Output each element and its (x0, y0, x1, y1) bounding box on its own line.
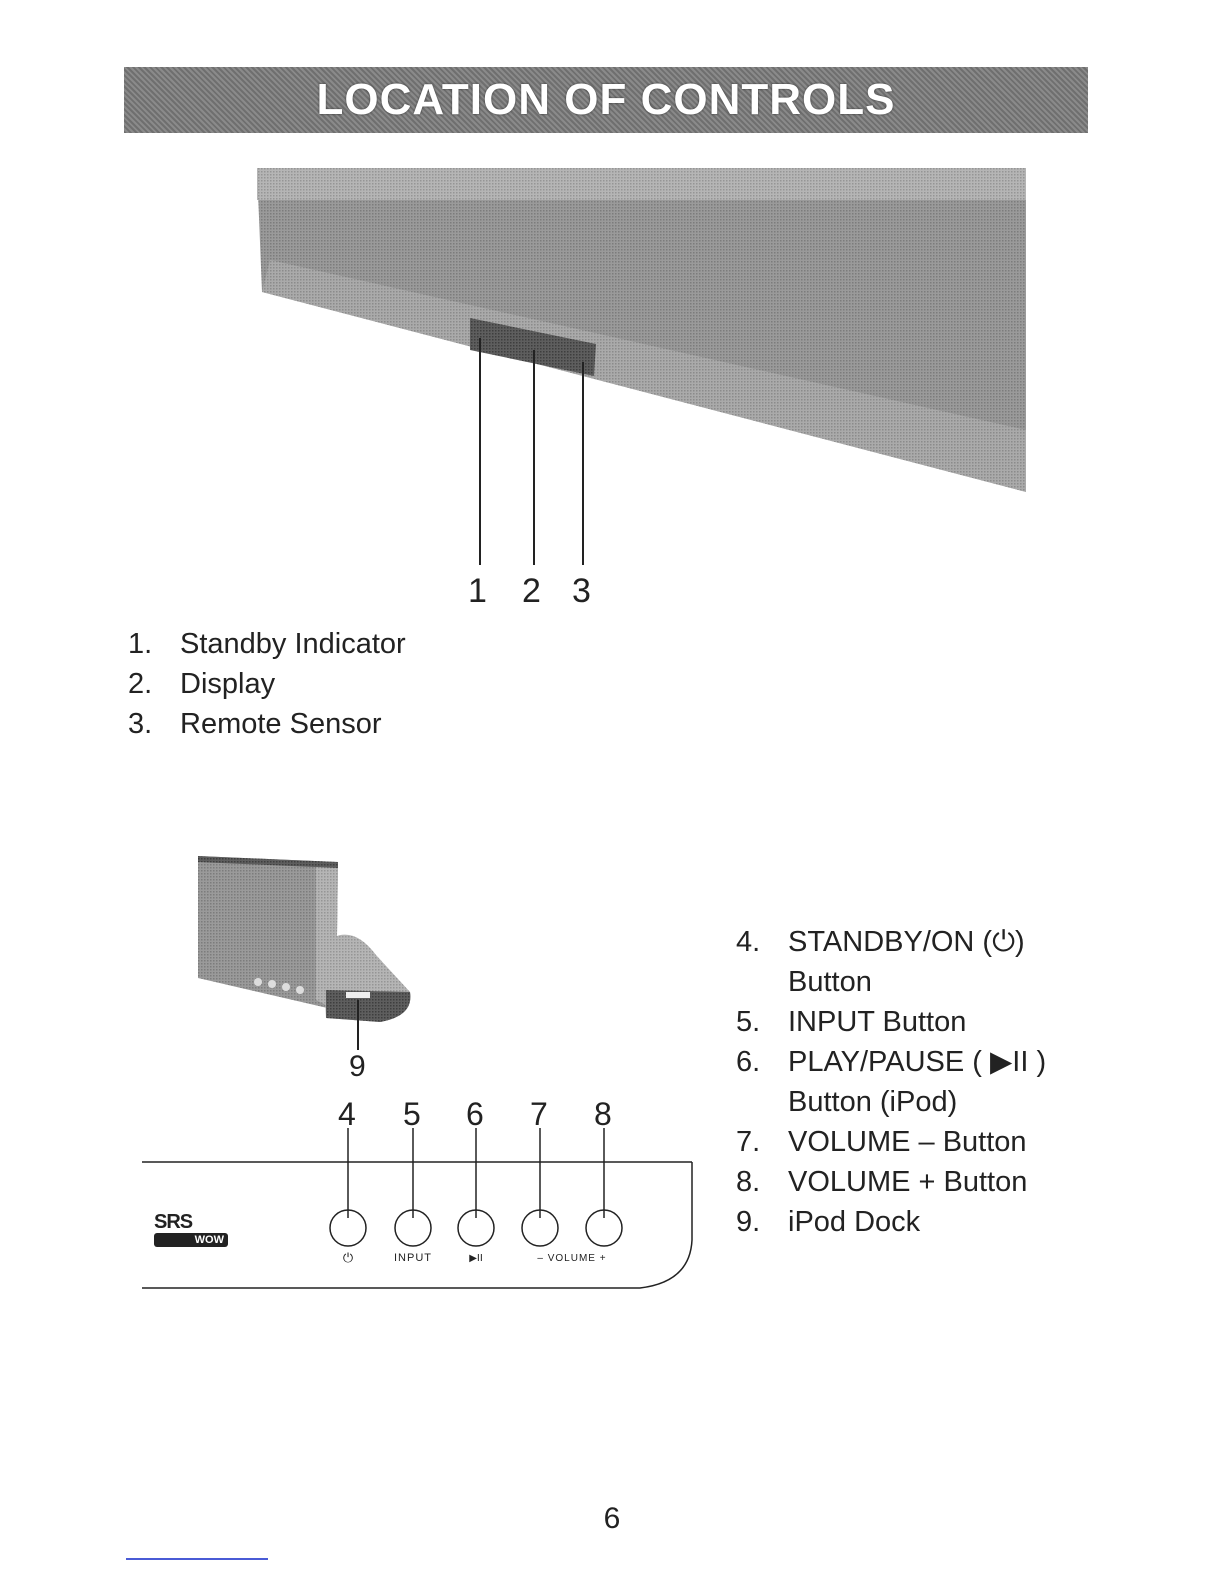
item-number: 7. (736, 1122, 788, 1162)
power-label: ⏻ (343, 1251, 353, 1266)
callout-number-3: 3 (572, 572, 591, 611)
list-item: 9.iPod Dock (736, 1202, 1046, 1242)
list-item: 8.VOLUME + Button (736, 1162, 1046, 1202)
list-item: 7.VOLUME – Button (736, 1122, 1046, 1162)
callout-number-1: 1 (468, 572, 487, 611)
callout-number-9: 9 (349, 1050, 366, 1084)
ipod-dock-illustration (322, 935, 410, 1022)
item-label: INPUT Button (788, 1002, 966, 1042)
item-number: 1. (128, 624, 180, 664)
item-number: 9. (736, 1202, 788, 1242)
item-number: 2. (128, 664, 180, 704)
item-label: Standby Indicator (180, 624, 406, 664)
list-item: 4.STANDBY/ON (⏻) Button (736, 922, 1046, 1002)
top-panel-controls-list: 4.STANDBY/ON (⏻) Button 5.INPUT Button 6.… (736, 922, 1046, 1242)
list-item: 6.PLAY/PAUSE ( ▶II ) Button (iPod) (736, 1042, 1046, 1122)
footer-rule (126, 1558, 268, 1560)
input-label: INPUT (394, 1252, 432, 1264)
list-item: 2.Display (128, 664, 406, 704)
callout-number-5: 5 (403, 1096, 421, 1133)
callout-number-2: 2 (522, 572, 541, 611)
device-side-view (198, 856, 338, 1010)
item-number: 4. (736, 922, 788, 1002)
item-number: 5. (736, 1002, 788, 1042)
list-item: 5.INPUT Button (736, 1002, 1046, 1042)
device-front-view (257, 168, 1026, 492)
page-number: 6 (0, 1502, 1224, 1536)
item-label-line2: Button (iPod) (788, 1086, 957, 1118)
callout-number-6: 6 (466, 1096, 484, 1133)
callout-number-4: 4 (338, 1096, 356, 1133)
item-label: STANDBY/ON (⏻) (788, 926, 1025, 958)
item-label: Display (180, 664, 275, 704)
wow-logo-badge: WOW (154, 1233, 228, 1247)
srs-logo-text: SRS (154, 1212, 228, 1232)
item-label: Remote Sensor (180, 704, 382, 744)
item-label: VOLUME + Button (788, 1162, 1027, 1202)
front-controls-list: 1.Standby Indicator 2.Display 3.Remote S… (128, 624, 406, 744)
item-label: VOLUME – Button (788, 1122, 1027, 1162)
srs-wow-logo: SRS WOW (154, 1212, 228, 1247)
item-label: PLAY/PAUSE ( ▶II ) (788, 1046, 1046, 1078)
list-item: 1.Standby Indicator (128, 624, 406, 664)
list-item: 3.Remote Sensor (128, 704, 406, 744)
callout-number-7: 7 (530, 1096, 548, 1133)
item-number: 6. (736, 1042, 788, 1122)
callout-number-8: 8 (594, 1096, 612, 1133)
volume-label: – VOLUME + (537, 1253, 606, 1264)
play-pause-label: ▶II (469, 1253, 483, 1264)
item-number: 3. (128, 704, 180, 744)
item-label: iPod Dock (788, 1202, 920, 1242)
item-number: 8. (736, 1162, 788, 1202)
item-label-line2: Button (788, 966, 872, 998)
